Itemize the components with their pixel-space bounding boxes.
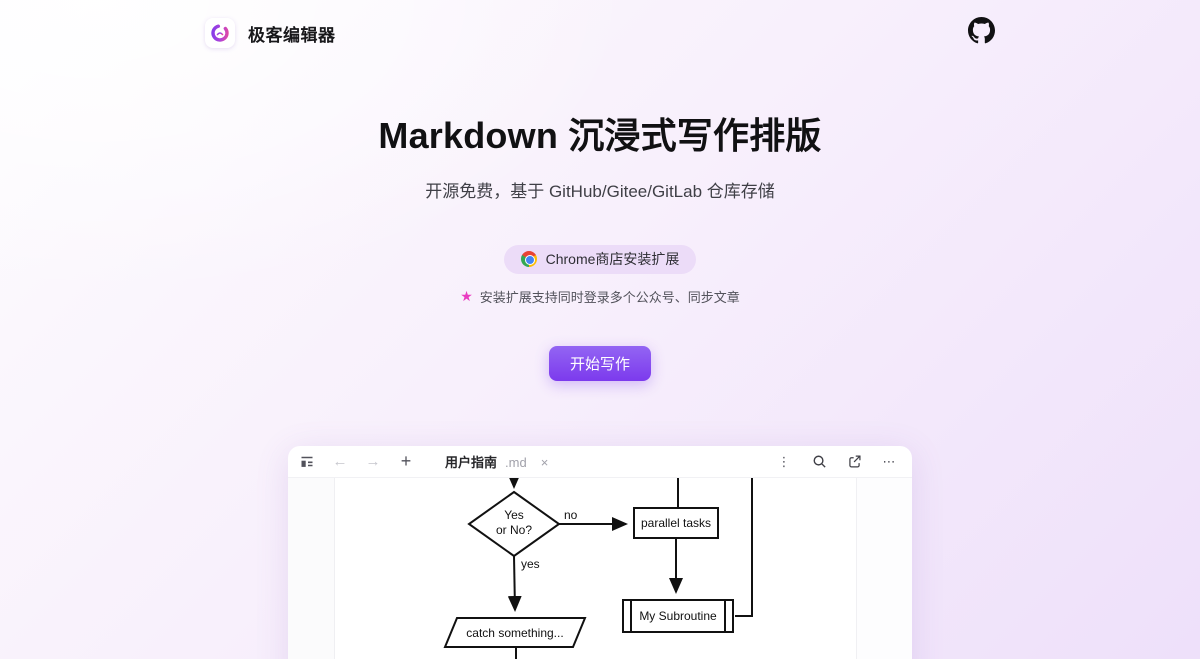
kebab-menu-icon[interactable]: ⋮ <box>777 453 791 469</box>
chrome-icon <box>520 251 537 268</box>
editor-sidebar[interactable] <box>288 478 335 659</box>
brand-logo-icon <box>205 18 235 48</box>
no-edge-label: no <box>564 508 578 522</box>
extension-note-text: 安装扩展支持同时登录多个公众号、同步文章 <box>479 289 740 305</box>
hero-section: Markdown 沉浸式写作排版 开源免费，基于 GitHub/Gitee/Gi… <box>0 113 1200 381</box>
markdown-preview-pane[interactable]: Yes or No? parallel tasks My Subroutine … <box>335 478 856 659</box>
editor-preview: ← → + 用户指南 .md × ⋮ <box>288 446 912 659</box>
outline-toggle-icon[interactable] <box>298 453 316 471</box>
brand[interactable]: 极客编辑器 <box>205 18 336 48</box>
decision-label-line1: Yes <box>504 508 524 522</box>
chrome-store-badge[interactable]: Chrome商店安装扩展 <box>503 244 697 274</box>
tab-user-guide[interactable]: 用户指南 .md × <box>445 452 548 471</box>
decision-label-line2: or No? <box>496 523 532 537</box>
export-icon[interactable] <box>845 453 863 471</box>
catch-label: catch something... <box>466 626 563 640</box>
github-icon <box>968 17 995 49</box>
subroutine-label: My Subroutine <box>639 609 717 623</box>
tab-close-icon[interactable]: × <box>540 455 549 470</box>
navbar: 极客编辑器 <box>0 0 1200 66</box>
start-writing-button[interactable]: 开始写作 <box>548 345 651 381</box>
editor-toolbar: ← → + 用户指南 .md × ⋮ <box>288 446 912 478</box>
flowchart-diagram: Yes or No? parallel tasks My Subroutine … <box>443 478 753 659</box>
yes-edge-label: yes <box>521 557 540 571</box>
brand-name: 极客编辑器 <box>248 25 336 45</box>
toolbar-right-group: ⋮ ⋯ <box>775 453 898 471</box>
more-icon[interactable]: ⋯ <box>882 453 896 469</box>
back-icon[interactable]: ← <box>332 453 348 470</box>
editor-body: Yes or No? parallel tasks My Subroutine … <box>288 478 912 659</box>
search-icon[interactable] <box>810 453 828 471</box>
star-icon: ★ <box>460 287 473 304</box>
tab-extension: .md <box>505 455 527 470</box>
toolbar-left-group: ← → + <box>298 451 415 471</box>
github-link[interactable] <box>968 17 995 49</box>
forward-icon[interactable]: → <box>365 453 381 470</box>
parallel-tasks-label: parallel tasks <box>641 516 711 530</box>
editor-scroll-gutter[interactable] <box>856 478 912 659</box>
chrome-badge-label: Chrome商店安装扩展 <box>545 251 680 268</box>
page-title: Markdown 沉浸式写作排版 <box>378 115 822 156</box>
page-subtitle: 开源免费，基于 GitHub/Gitee/GitLab 仓库存储 <box>425 181 775 201</box>
new-file-icon[interactable]: + <box>400 451 412 471</box>
extension-note: ★ 安装扩展支持同时登录多个公众号、同步文章 <box>0 287 1200 306</box>
tab-name: 用户指南 <box>445 455 498 470</box>
